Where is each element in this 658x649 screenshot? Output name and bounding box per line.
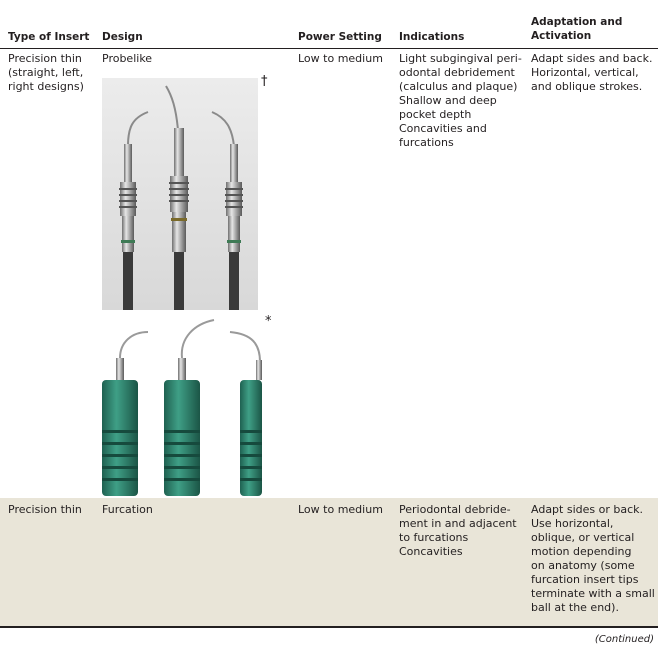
header-adaptation: Adaptation and Activation — [531, 16, 623, 42]
row1-indications: Light subgingival peri- odontal debridem… — [399, 52, 522, 149]
table-header: Type of Insert Design Power Setting Indi… — [0, 0, 658, 49]
header-indications: Indications — [399, 31, 465, 43]
continued-note: (Continued) — [594, 634, 654, 645]
header-power-setting: Power Setting — [298, 31, 382, 43]
row2-adaptation: Adapt sides or back. Use horizontal, obl… — [531, 503, 655, 614]
row2-design: Furcation — [102, 503, 153, 516]
table-row: Precision thin Furcation Low to medium P… — [0, 498, 658, 626]
header-design: Design — [102, 31, 143, 43]
green-grip-inserts-photo — [102, 319, 262, 496]
row1-power: Low to medium — [298, 52, 383, 65]
header-type-of-insert: Type of Insert — [8, 31, 90, 43]
probelike-inserts-photo — [102, 78, 258, 310]
row1-type: Precision thin (straight, left, right de… — [8, 52, 84, 93]
row2-indications: Periodontal debride- ment in and adjacen… — [399, 503, 517, 558]
row1-design: Probelike — [102, 52, 153, 65]
row1-adaptation: Adapt sides and back. Horizontal, vertic… — [531, 52, 653, 93]
row2-power: Low to medium — [298, 503, 383, 516]
table-bottom-rule — [0, 626, 658, 628]
row2-type: Precision thin — [8, 503, 82, 516]
photo2-mark: * — [265, 314, 272, 329]
photo1-mark: † — [261, 74, 268, 89]
